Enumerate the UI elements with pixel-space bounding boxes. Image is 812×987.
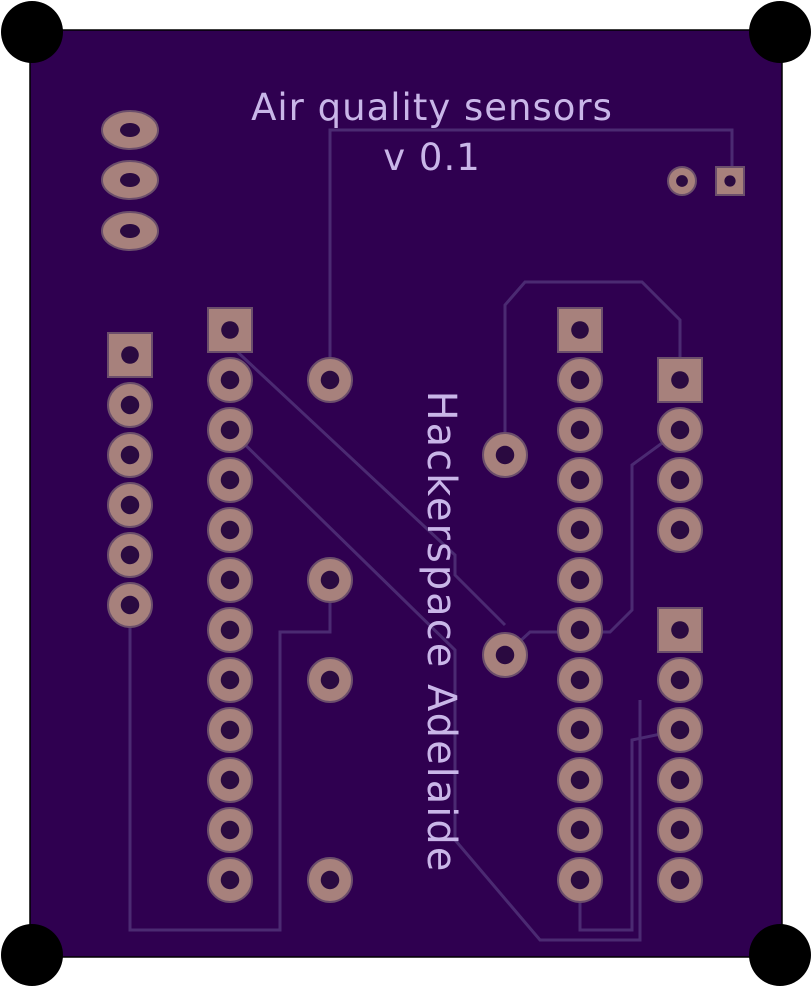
drill-hole xyxy=(570,870,590,890)
drill-hole xyxy=(570,570,590,590)
drill-hole xyxy=(120,224,140,238)
drill-hole xyxy=(220,820,240,840)
drill-hole xyxy=(495,445,515,465)
drill-hole xyxy=(220,670,240,690)
small-connector-2pin xyxy=(667,166,745,196)
drill-hole xyxy=(570,820,590,840)
drill-hole xyxy=(570,420,590,440)
drill-hole xyxy=(220,370,240,390)
header-right-4pin xyxy=(657,357,703,553)
header-ic-left-12pin xyxy=(207,307,253,903)
drill-hole xyxy=(220,720,240,740)
drill-hole xyxy=(570,470,590,490)
drill-hole xyxy=(220,520,240,540)
standalone-pads xyxy=(307,357,528,903)
drill-hole xyxy=(670,470,690,490)
drill-hole xyxy=(220,570,240,590)
drill-hole xyxy=(220,620,240,640)
oval-connector-3pin xyxy=(101,110,159,251)
board-title: Air quality sensors xyxy=(251,86,613,129)
drill-hole xyxy=(571,321,589,339)
board-version: v 0.1 xyxy=(383,136,481,179)
trace-bottom-right xyxy=(578,728,681,932)
drill-hole xyxy=(220,420,240,440)
drill-hole xyxy=(120,173,140,187)
mounting-hole-icon xyxy=(749,924,811,986)
header-left-6pin xyxy=(107,332,153,628)
drill-hole xyxy=(120,545,140,565)
drill-hole xyxy=(671,621,689,639)
drill-hole xyxy=(671,371,689,389)
drill-hole xyxy=(120,495,140,515)
copper-traces xyxy=(128,128,734,942)
drill-hole xyxy=(120,395,140,415)
trace-diagonal-lower xyxy=(228,428,642,942)
drill-hole xyxy=(676,175,688,187)
square-pad xyxy=(715,166,745,196)
header-ic-right-12pin xyxy=(557,307,603,903)
drill-hole xyxy=(220,470,240,490)
drill-hole xyxy=(220,770,240,790)
drill-hole xyxy=(120,123,140,137)
pads-layer xyxy=(101,110,745,903)
header-right-6pin xyxy=(657,607,703,903)
drill-hole xyxy=(670,670,690,690)
drill-hole xyxy=(320,670,340,690)
drill-hole xyxy=(120,595,140,615)
drill-hole xyxy=(320,870,340,890)
trace-title-loop xyxy=(328,128,734,380)
drill-hole xyxy=(570,520,590,540)
side-label: Hackerspace Adelaide xyxy=(418,391,464,874)
silkscreen: Air quality sensors v 0.1 Hackerspace Ad… xyxy=(251,86,613,874)
drill-hole xyxy=(570,770,590,790)
drill-hole xyxy=(121,346,139,364)
drill-hole xyxy=(120,445,140,465)
mounting-hole-icon xyxy=(749,1,811,63)
drill-hole xyxy=(570,620,590,640)
mounting-hole-icon xyxy=(1,1,63,63)
drill-hole xyxy=(495,645,515,665)
drill-hole xyxy=(724,175,736,187)
drill-hole xyxy=(670,720,690,740)
square-pad xyxy=(207,307,253,353)
drill-hole xyxy=(570,670,590,690)
drill-hole xyxy=(570,720,590,740)
drill-hole xyxy=(670,520,690,540)
drill-hole xyxy=(220,870,240,890)
drill-hole xyxy=(670,420,690,440)
drill-hole xyxy=(670,770,690,790)
drill-hole xyxy=(320,570,340,590)
mounting-hole-icon xyxy=(1,924,63,986)
drill-hole xyxy=(670,870,690,890)
drill-hole xyxy=(320,370,340,390)
trace-right-loop xyxy=(503,280,682,455)
trace-left-bottom xyxy=(128,580,332,932)
drill-hole xyxy=(221,321,239,339)
drill-hole xyxy=(570,370,590,390)
drill-hole xyxy=(670,820,690,840)
trace-middle-link xyxy=(503,428,681,657)
